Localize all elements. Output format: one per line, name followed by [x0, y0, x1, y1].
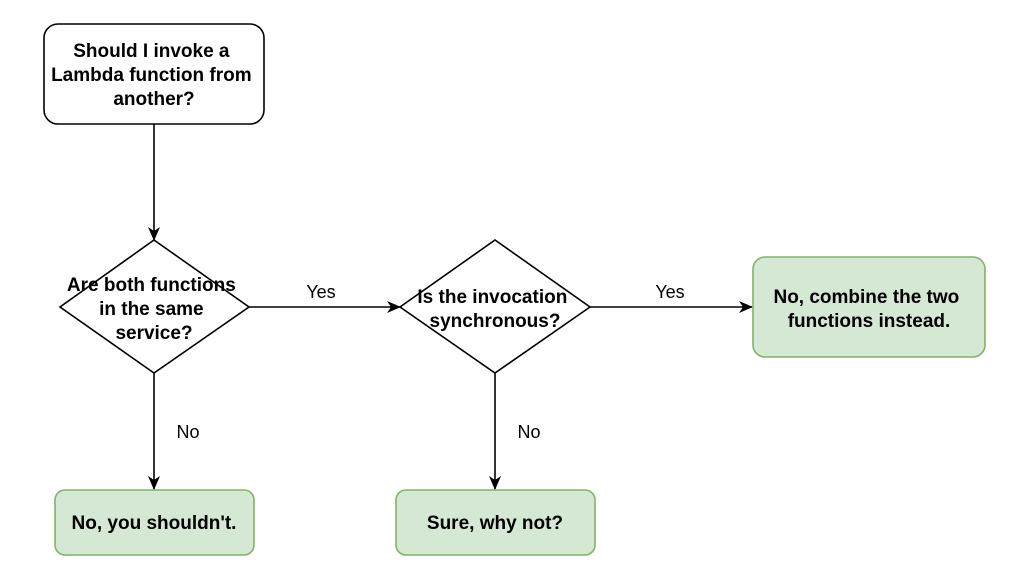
- start-line-2: Lambda function from: [51, 65, 252, 86]
- svg-text:No, combine the two func: No, combine the two functions instead.: [773, 287, 964, 332]
- svg-text:Should I invoke a Lambda: Should I invoke a Lambda function from a…: [51, 41, 257, 110]
- svg-text:No, you shouldn't.: No, you shouldn't.: [72, 513, 237, 534]
- svg-text:Sure, why not?: Sure, why not?: [427, 513, 563, 534]
- same-service-line-1: Are both functions: [67, 275, 236, 296]
- same-service-line-3: service?: [115, 323, 192, 344]
- svg-text:Is the invocation synchr: Is the invocation synchronous?: [417, 287, 572, 332]
- svg-text:Are both functions in th: Are both functions in the same service?: [67, 275, 241, 344]
- synchronous-line-1: Is the invocation: [417, 287, 567, 308]
- sure-line-1: Sure, why not?: [427, 513, 563, 534]
- decision-same-service: Are both functions in the same service?: [58, 239, 251, 374]
- start-line-3: another?: [113, 89, 194, 110]
- start-line-1: Should I invoke a: [73, 41, 230, 62]
- edge-label-no-2: No: [517, 422, 540, 442]
- shouldnt-line-1: No, you shouldn't.: [72, 513, 237, 534]
- start-node: Should I invoke a Lambda function from a…: [43, 23, 265, 125]
- outcome-combine: No, combine the two functions instead.: [752, 256, 986, 358]
- edge-label-yes-1: Yes: [306, 282, 335, 302]
- edges: [148, 124, 753, 490]
- outcome-sure: Sure, why not?: [395, 489, 596, 556]
- edge-label-no-1: No: [176, 422, 199, 442]
- combine-line-1: No, combine the two: [773, 287, 959, 308]
- synchronous-line-2: synchronous?: [430, 311, 561, 332]
- edge-label-yes-2: Yes: [655, 282, 684, 302]
- outcome-shouldnt: No, you shouldn't.: [54, 489, 255, 556]
- same-service-line-2: in the same: [99, 299, 204, 320]
- decision-synchronous: Is the invocation synchronous?: [398, 239, 592, 374]
- combine-line-2: functions instead.: [788, 311, 951, 332]
